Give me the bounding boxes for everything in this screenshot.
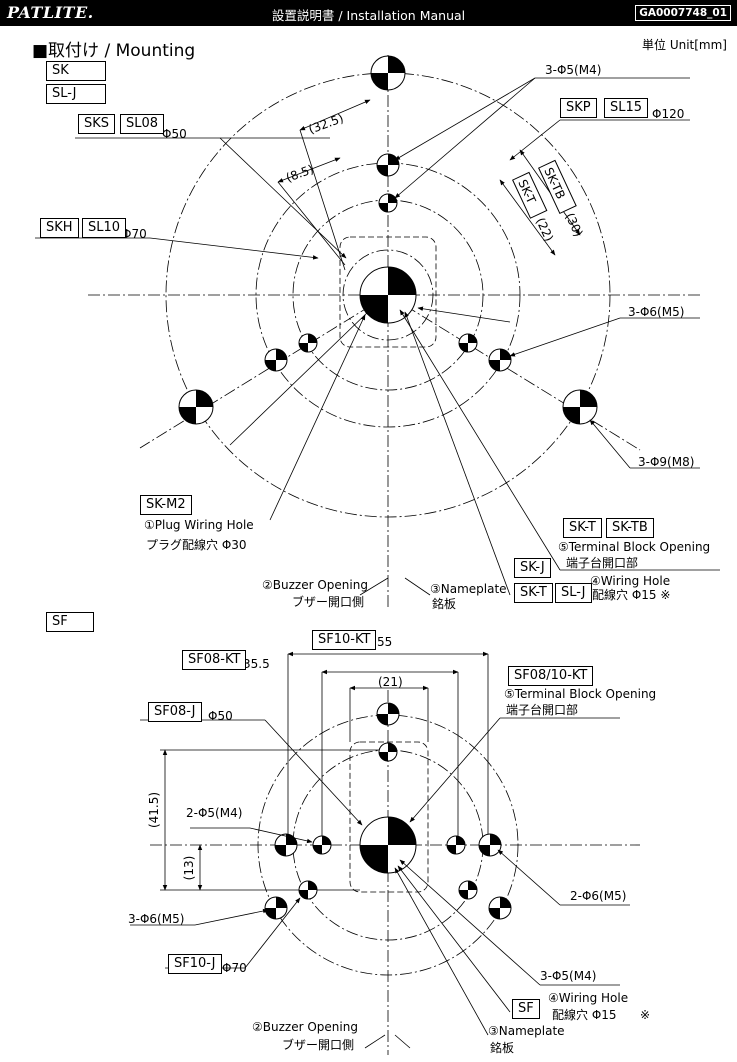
tag-sf: SF	[46, 612, 94, 632]
tag-skh: SKH	[40, 218, 79, 238]
sf-dim-13-text: (13)	[182, 856, 196, 881]
tag-sk-t-2: SK-T	[514, 583, 553, 603]
sk-label-term-jp: 端子台開口部	[566, 555, 638, 570]
tag-sf10-j: SF10-J	[168, 954, 222, 974]
unit-note: 単位 Unit[mm]	[642, 38, 727, 52]
sk-dim-8-5: (8.5)	[284, 162, 316, 185]
tag-sk-t-1: SK-T	[563, 518, 602, 538]
sk-dim-32-5-line	[299, 99, 371, 131]
sf-label-wire-en: ④Wiring Hole	[548, 991, 628, 1005]
tag-sl-j: SL-J	[46, 84, 106, 104]
sk-label-wire-en: ④Wiring Hole	[590, 574, 670, 588]
tag-sf-small: SF	[512, 999, 540, 1019]
sf-label-term-en: ⑤Terminal Block Opening	[504, 687, 656, 701]
sk-label-buzzer-jp: ブザー開口側	[292, 594, 364, 609]
sk-label-buzzer-en: ②Buzzer Opening	[262, 578, 368, 592]
sf-label-phi50: Φ50	[208, 709, 233, 723]
sk-label-nameplate-en: ③Nameplate	[430, 582, 507, 596]
manual-title: 設置説明書 / Installation Manual	[271, 8, 466, 23]
sf-terminal-opening	[349, 741, 429, 893]
sk-dim-32-5: (32.5)	[307, 111, 346, 137]
tag-sf08-10-kt: SF08/10-KT	[508, 666, 594, 686]
sk-label-wire-jp: 配線穴 Φ15 ※	[592, 587, 670, 602]
sk-label-m5: 3-Φ6(M5)	[628, 305, 684, 319]
tag-sk-j: SK-J	[514, 558, 551, 578]
sk-dim-8-5-line	[277, 157, 341, 183]
sf-dim-21-text: (21)	[378, 675, 403, 689]
section-title: ■取付け / Mounting	[32, 41, 196, 61]
sk-label-phi50: Φ50	[162, 127, 187, 141]
sf-label-m4: 2-Φ5(M4)	[186, 806, 242, 820]
sf-label-term-jp: 端子台開口部	[506, 702, 578, 717]
tag-sk-tb: SK-TB	[606, 518, 654, 538]
sf-mounting-holes	[264, 702, 512, 920]
sk-label-m8: 3-Φ9(M8)	[638, 455, 694, 469]
sf-label-m5-left: 3-Φ6(M5)	[128, 912, 184, 926]
sf-label-note: ※	[640, 1008, 650, 1022]
sk-label-nameplate-jp: 銘板	[432, 596, 456, 611]
sk-mounting-holes	[178, 55, 598, 425]
tag-sf10-kt: SF10-KT	[312, 630, 377, 650]
tag-sks: SKS	[78, 114, 116, 134]
brand-logo: PATLITE.	[7, 3, 94, 22]
sf-label-nameplate-jp: 銘板	[490, 1040, 514, 1055]
sk-label-term-en: ⑤Terminal Block Opening	[558, 540, 710, 554]
sf-label-buzzer-en: ②Buzzer Opening	[252, 1020, 358, 1034]
sk-centerline-diag-r	[387, 294, 641, 451]
tag-sk: SK	[46, 61, 106, 81]
sf-label-wire-jp: 配線穴 Φ15	[552, 1007, 617, 1022]
sk-label-phi120: Φ120	[652, 107, 684, 121]
tag-sl10: SL10	[82, 218, 127, 238]
sk-label-phi70: Φ70	[122, 227, 147, 241]
sk-tag-sktb-rotated: SK-TB (30)	[538, 159, 586, 239]
sk-label-m4: 3-Φ5(M4)	[545, 63, 601, 77]
sf-dim-55-text: 55	[377, 635, 392, 649]
sk-label-plug-jp: プラグ配線穴 Φ30	[146, 537, 247, 552]
tag-sl08: SL08	[120, 114, 165, 134]
tag-sf08-kt: SF08-KT	[182, 650, 247, 670]
sf-dim-41-5-text: (41.5)	[147, 792, 161, 828]
tag-sk-m2: SK-M2	[140, 495, 192, 515]
svg-text:(30): (30)	[562, 211, 585, 239]
sf-circle-phi70	[257, 714, 519, 976]
sk-leader-lines	[35, 77, 720, 596]
sf-leader-lines	[130, 717, 630, 1049]
document-code: GA0007748_01	[635, 5, 731, 21]
sf-diagram: (41.5) (13) 55 35.5 (21)	[128, 635, 656, 1055]
sk-circle-inner	[342, 249, 434, 341]
tag-sf08-j: SF08-J	[148, 702, 202, 722]
tag-skp: SKP	[560, 98, 597, 118]
sf-label-m5-right: 2-Φ6(M5)	[570, 889, 626, 903]
sk-centerline-diag-l	[139, 294, 389, 449]
tag-sl-j-2: SL-J	[555, 583, 592, 603]
sk-label-plug-en: ①Plug Wiring Hole	[144, 518, 254, 532]
tag-sl15: SL15	[604, 98, 649, 118]
header-bar: PATLITE. 設置説明書 / Installation Manual GA0…	[0, 0, 737, 26]
sf-label-phi70: Φ70	[222, 961, 247, 975]
sf-label-nameplate-en: ③Nameplate	[488, 1024, 565, 1038]
sk-terminal-opening	[339, 236, 437, 348]
sf-label-m4-bottom: 3-Φ5(M4)	[540, 969, 596, 983]
sf-label-buzzer-jp: ブザー開口側	[282, 1037, 354, 1052]
sf-dim-35-5-text: 35.5	[243, 657, 270, 671]
